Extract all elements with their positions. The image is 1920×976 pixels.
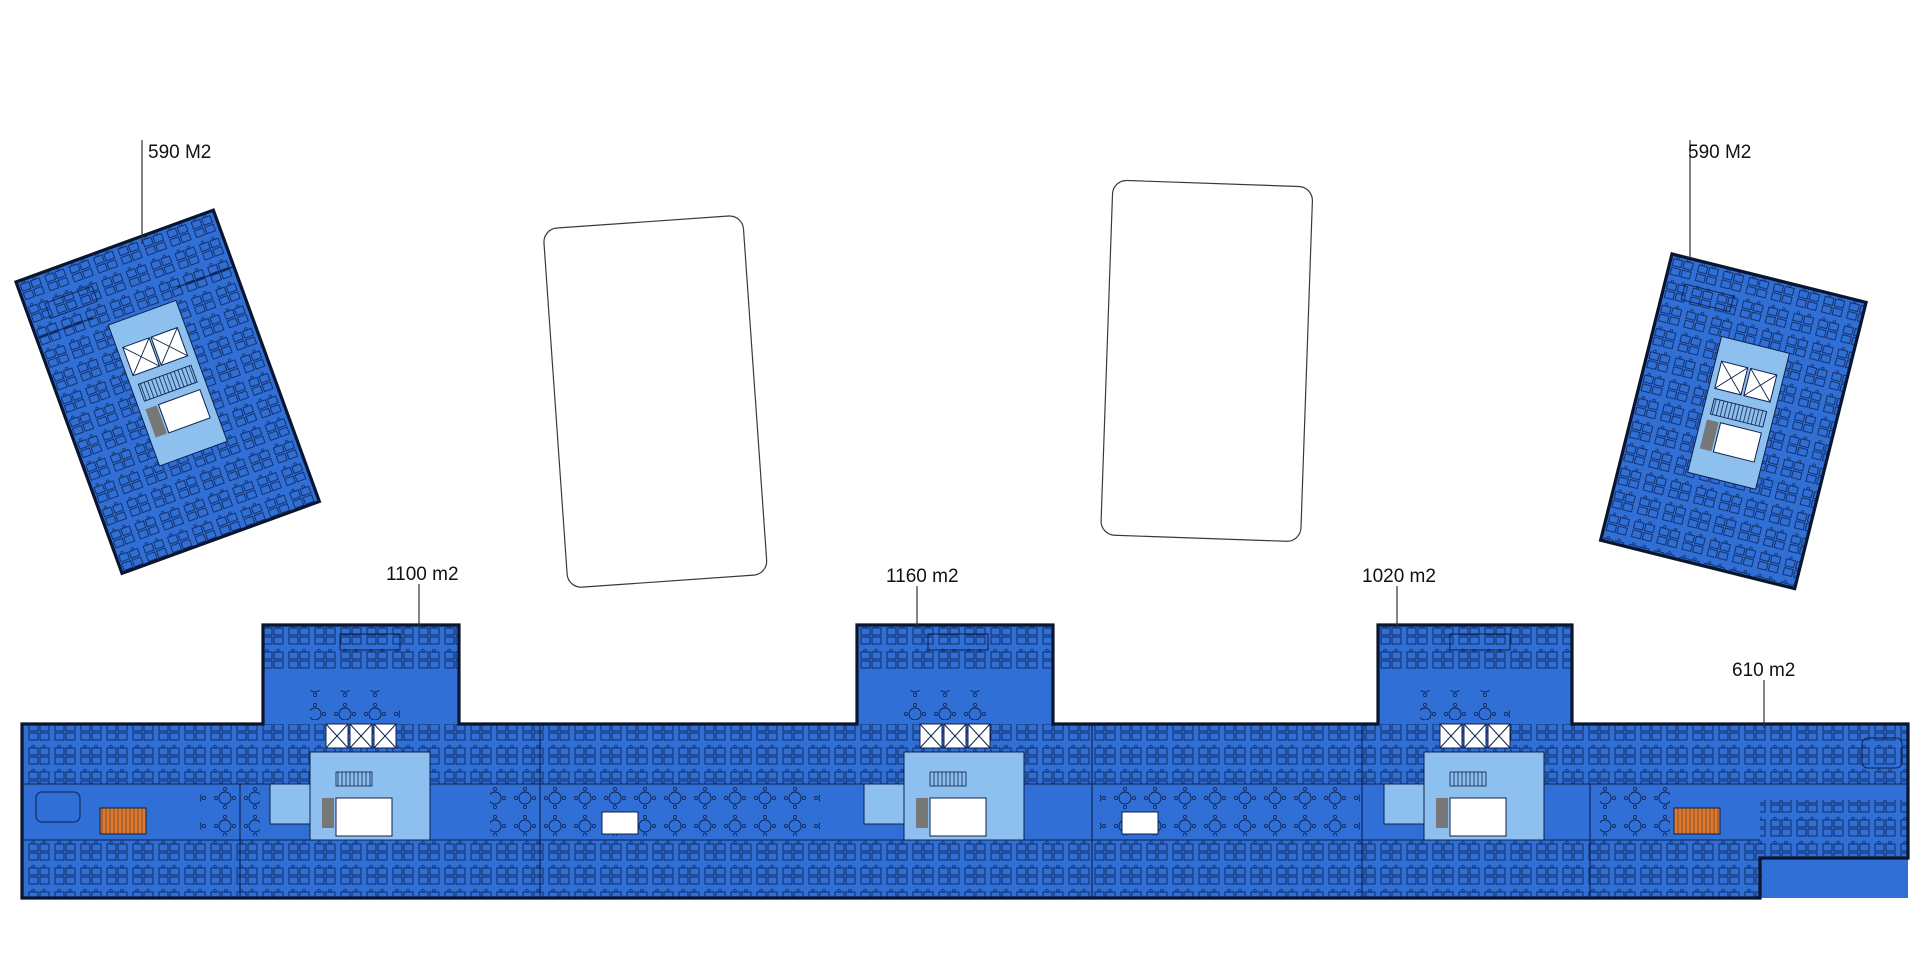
- core-2: [863, 723, 1025, 841]
- tower-right: [1598, 252, 1868, 591]
- area-label-wing-3: 1020 m2: [1362, 566, 1436, 587]
- main-bar: [20, 623, 1910, 900]
- plot-outline-2: [1100, 179, 1313, 542]
- core-3: [1383, 723, 1545, 841]
- area-label-wing-east: 610 m2: [1732, 660, 1795, 681]
- area-label-tower-right: 590 M2: [1688, 142, 1751, 163]
- area-label-wing-2: 1160 m2: [886, 566, 959, 587]
- area-label-wing-1: 1100 m2: [386, 564, 459, 585]
- plot-outline-1: [543, 215, 768, 588]
- core-1: [269, 723, 431, 841]
- area-label-tower-left: 590 M2: [148, 142, 211, 163]
- tower-left: [13, 208, 322, 576]
